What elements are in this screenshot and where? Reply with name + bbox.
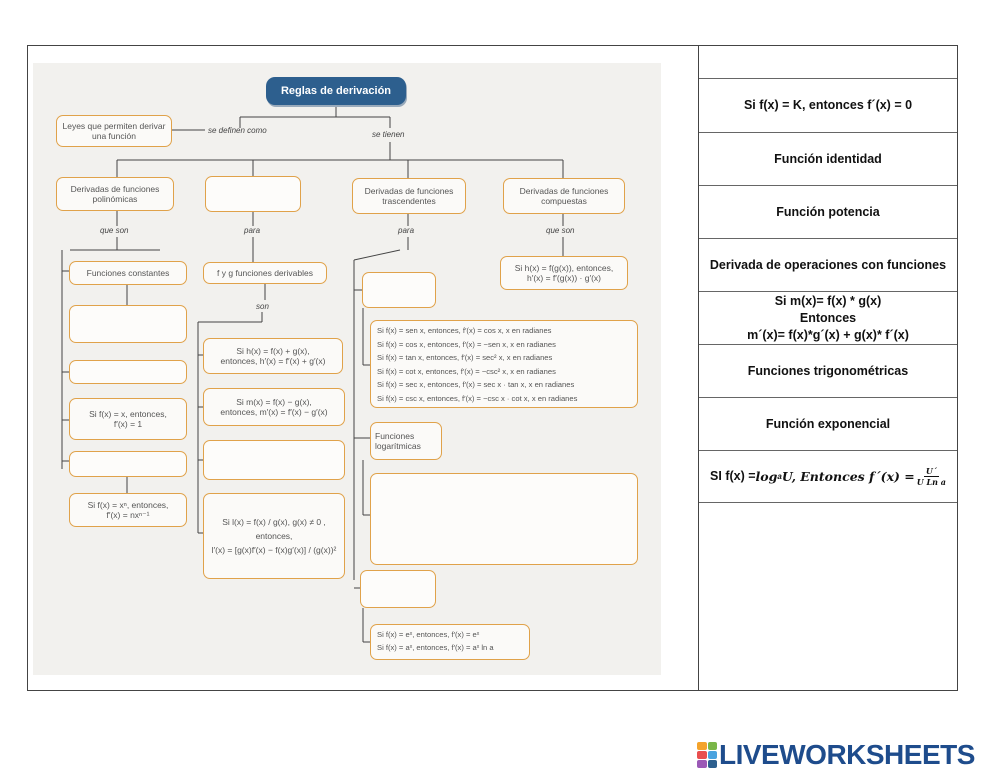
answer-column: Si f(x) = K, entonces f´(x) = 0 Función …: [699, 78, 957, 503]
answer-option[interactable]: Si m(x)= f(x) * g(x) Entonces m´(x)= f(x…: [699, 291, 957, 344]
resta-rule-box: Si m(x) = f(x) − g(x), entonces, m′(x) =…: [203, 388, 345, 426]
polinomicas-box: Derivadas de funciones polinómicas: [56, 177, 174, 211]
answer-option[interactable]: Derivada de operaciones con funciones: [699, 238, 957, 291]
son-connector: son: [256, 302, 269, 311]
answer-log-formula: log: [755, 469, 778, 484]
trig-rule-line: Si f(x) = tan x, entonces, f′(x) = sec² …: [377, 353, 553, 362]
exp-rules-box: Si f(x) = eˣ, entonces, f′(x) = eˣ Si f(…: [370, 624, 530, 660]
logaritmicas-box: Funciones logarítmicas: [370, 422, 442, 460]
constantes-box: Funciones constantes: [69, 261, 187, 285]
answer-label: Si m(x)= f(x) * g(x) Entonces m´(x)= f(x…: [747, 293, 909, 342]
cociente-rule-line: l′(x) = [g(x)f′(x) − f(x)g′(x)] / (g(x))…: [211, 545, 337, 555]
resta-rule-line: entonces, m′(x) = f′(x) − g′(x): [220, 407, 328, 417]
que-son-connector: que son: [546, 226, 575, 235]
para-connector: para: [398, 226, 415, 235]
blank-box-trigonometricas: [362, 272, 436, 308]
answer-label: Función identidad: [774, 151, 882, 166]
trascendentes-box: Derivadas de funciones trascendentes: [352, 178, 466, 214]
trig-rule-line: Si f(x) = sec x, entonces, f′(x) = sec x…: [377, 380, 575, 389]
map-title: Reglas de derivación: [266, 77, 406, 105]
fyg-box: f y g funciones derivables: [203, 262, 327, 284]
trig-rule-line: Si f(x) = cot x, entonces, f′(x) = −csc²…: [377, 366, 556, 376]
resta-rule-line: Si m(x) = f(x) − g(x),: [236, 397, 312, 407]
answer-option[interactable]: Función potencia: [699, 185, 957, 238]
leyes-box: Leyes que permiten derivar una función: [56, 115, 172, 147]
blank-box-identidad: [69, 360, 187, 384]
se-tienen-connector: se tienen: [372, 130, 405, 139]
cociente-rule-line: entonces,: [255, 531, 293, 541]
answer-log-prefix: SI f(x) =: [710, 469, 756, 483]
blank-box-logaritmica-rule: [370, 473, 638, 565]
potencia-rule-box: Si f(x) = xⁿ, entonces, f′(x) = nxⁿ⁻¹: [69, 493, 187, 527]
answer-option[interactable]: Función exponencial: [699, 397, 957, 450]
que-son-connector: que son: [100, 226, 129, 235]
exp-rule-line: Si f(x) = aˣ, entonces, f′(x) = aˣ ln a: [377, 643, 494, 652]
se-definen-connector: se definen como: [208, 126, 267, 135]
answer-label: Función exponencial: [765, 416, 891, 431]
blank-box-operaciones: [205, 176, 301, 212]
answer-option[interactable]: Funciones trigonométricas: [699, 344, 957, 397]
answer-label: Funciones trigonométricas: [747, 363, 909, 378]
blank-box-constante-rule: [69, 305, 187, 343]
blank-box-potencia: [69, 451, 187, 477]
trig-rule-line: Si f(x) = sen x, entonces, f′(x) = cos x…: [377, 326, 552, 335]
logo-icon: [697, 742, 717, 768]
answer-log-fraction: U´ U Ln a: [917, 466, 946, 487]
trig-rule-line: Si f(x) = cos x, entonces, f′(x) = −sen …: [377, 339, 556, 349]
answer-label: Función potencia: [776, 204, 880, 219]
answer-log-num: U´: [923, 466, 939, 477]
answer-option[interactable]: Función identidad: [699, 132, 957, 185]
potencia-rule-line: f′(x) = nxⁿ⁻¹: [106, 510, 150, 520]
compuesta-rule-line: Si h(x) = f(g(x)), entonces,: [514, 263, 614, 273]
potencia-rule-line: Si f(x) = xⁿ, entonces,: [87, 500, 169, 510]
cociente-rule-line: Si l(x) = f(x) / g(x), g(x) ≠ 0 ,: [222, 517, 326, 527]
column-divider: [698, 45, 699, 691]
logo-text: LIVEWORKSHEETS: [719, 739, 975, 770]
blank-box-producto: [203, 440, 345, 480]
compuestas-box: Derivadas de funciones compuestas: [503, 178, 625, 214]
liveworksheets-logo: LIVEWORKSHEETS: [697, 739, 975, 771]
identidad-rule-line: f′(x) = 1: [113, 419, 143, 429]
identidad-rule-box: Si f(x) = x, entonces, f′(x) = 1: [69, 398, 187, 440]
answer-label: Si f(x) = K, entonces f´(x) = 0: [743, 98, 913, 112]
compuesta-rule-line: h′(x) = f′(g(x)) · g′(x): [527, 273, 601, 283]
suma-rule-line: Si h(x) = f(x) + g(x),: [236, 346, 310, 356]
trig-rules-box: Si f(x) = sen x, entonces, f′(x) = cos x…: [370, 320, 638, 408]
answer-label: Derivada de operaciones con funciones: [709, 257, 947, 272]
trig-rule-line: Si f(x) = csc x, entonces, f′(x) = −csc …: [377, 393, 578, 403]
para-connector: para: [244, 226, 261, 235]
cociente-rule-box: Si l(x) = f(x) / g(x), g(x) ≠ 0 , entonc…: [203, 493, 345, 579]
identidad-rule-line: Si f(x) = x, entonces,: [89, 409, 167, 419]
compuesta-rule-box: Si h(x) = f(g(x)), entonces, h′(x) = f′(…: [500, 256, 628, 290]
blank-box-exponencial: [360, 570, 436, 608]
suma-rule-line: entonces, h′(x) = f′(x) + g′(x): [220, 356, 326, 366]
answer-option[interactable]: Si f(x) = K, entonces f´(x) = 0: [699, 78, 957, 132]
suma-rule-box: Si h(x) = f(x) + g(x), entonces, h′(x) =…: [203, 338, 343, 374]
answer-log-rest: U, Entonces f´(x) =: [781, 469, 915, 484]
answer-log-base: a: [777, 472, 782, 481]
answer-log-den: U Ln a: [916, 477, 946, 487]
exp-rule-line: Si f(x) = eˣ, entonces, f′(x) = eˣ: [377, 630, 480, 639]
